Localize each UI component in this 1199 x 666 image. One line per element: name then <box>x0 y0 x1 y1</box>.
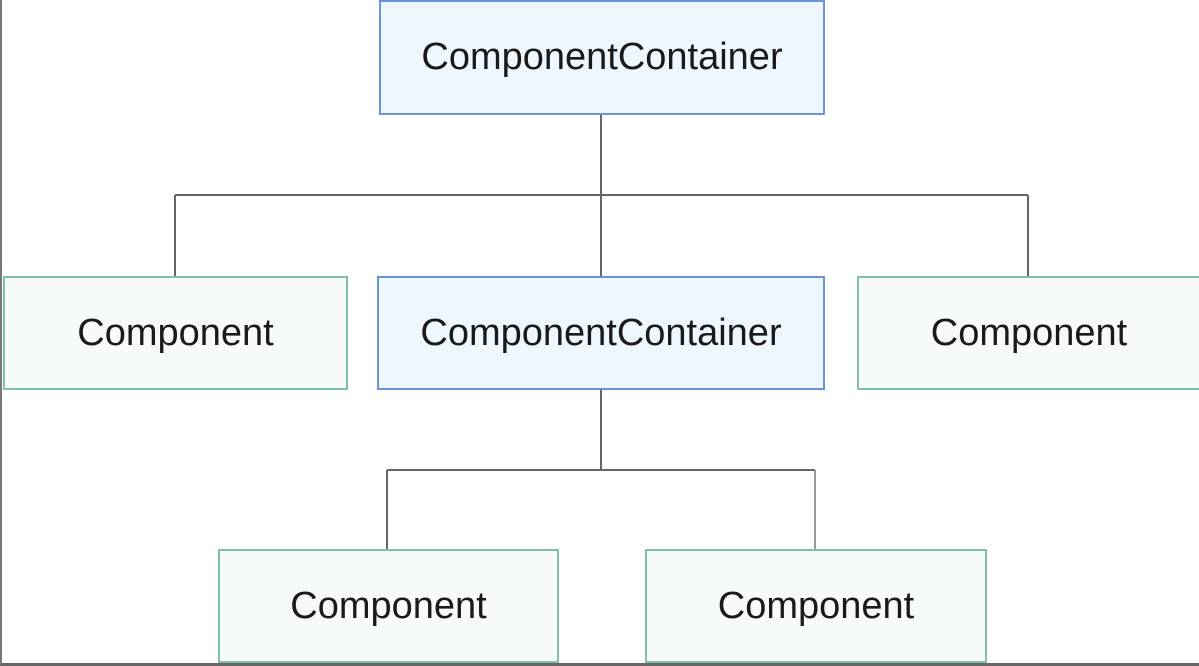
node-label: Component <box>717 584 915 627</box>
component-node-left: Component <box>3 276 348 390</box>
component-node-right: Component <box>857 276 1199 390</box>
node-label: ComponentContainer <box>421 36 783 78</box>
component-node-bottom-right: Component <box>645 549 987 663</box>
node-label: Component <box>77 311 274 354</box>
node-label: ComponentContainer <box>420 311 782 354</box>
root-container-node: ComponentContainer <box>379 0 825 115</box>
node-label: Component <box>930 311 1128 354</box>
node-label: Component <box>290 584 487 627</box>
component-node-bottom-left: Component <box>218 549 559 663</box>
child-container-node: ComponentContainer <box>377 276 825 390</box>
